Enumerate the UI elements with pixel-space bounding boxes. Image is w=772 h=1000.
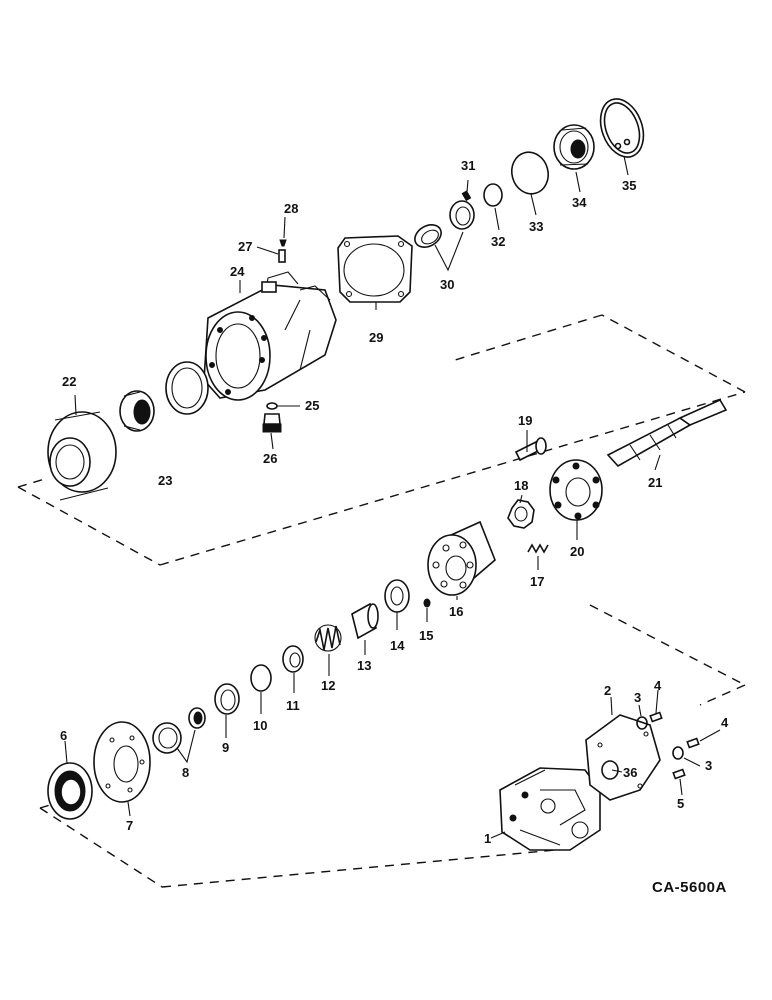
part-7-valve-plate — [93, 721, 151, 803]
part-35-snap-ring — [599, 98, 645, 158]
label-8: 8 — [182, 765, 189, 780]
part-3-o-ring-upper — [636, 716, 648, 730]
part-4-plug-lower — [686, 737, 700, 749]
label-27: 27 — [238, 239, 252, 254]
part-4-plug-upper — [649, 711, 663, 723]
figure-code: CA-5600A — [652, 879, 727, 896]
label-31: 31 — [461, 158, 475, 173]
label-29: 29 — [369, 330, 383, 345]
label-19: 19 — [518, 413, 532, 428]
label-10: 10 — [253, 718, 267, 733]
part-20-cam-plate — [549, 459, 603, 521]
part-13-sleeve — [351, 602, 379, 640]
label-35: 35 — [622, 178, 636, 193]
leader-lines — [64, 155, 721, 839]
label-2: 2 — [604, 683, 611, 698]
part-16-cylinder-block — [427, 520, 496, 596]
part-1-end-cover — [499, 767, 601, 851]
label-7: 7 — [126, 818, 133, 833]
upper-dashed-boundary — [17, 314, 746, 566]
label-3-upper: 3 — [634, 690, 641, 705]
label-11: 11 — [286, 698, 300, 713]
label-15: 15 — [419, 628, 433, 643]
part-14-washer — [384, 579, 410, 613]
part-31-pin — [461, 190, 472, 202]
part-32-ring — [483, 183, 503, 207]
label-20: 20 — [570, 544, 584, 559]
label-18: 18 — [514, 478, 528, 493]
part-27-orifice — [278, 249, 286, 263]
part-2-port-plate — [585, 714, 661, 801]
part-12-spring — [314, 624, 342, 652]
part-3-o-ring-lower — [672, 746, 684, 760]
label-25: 25 — [305, 398, 319, 413]
label-13: 13 — [357, 658, 371, 673]
part-28-plug — [279, 239, 287, 247]
part-15-pin — [423, 598, 431, 608]
label-4-lower: 4 — [721, 715, 729, 730]
label-5: 5 — [677, 796, 684, 811]
part-33-o-ring — [510, 151, 550, 195]
part-22-seal-carrier — [47, 411, 117, 501]
label-24: 24 — [230, 264, 245, 279]
label-6: 6 — [60, 728, 67, 743]
part-19-pin — [514, 437, 547, 462]
part-24-housing — [203, 271, 337, 401]
part-6-seal — [47, 762, 93, 820]
part-29-gasket — [337, 235, 413, 303]
label-22: 22 — [62, 374, 76, 389]
label-32: 32 — [491, 234, 505, 249]
part-21-shaft — [606, 398, 728, 468]
label-33: 33 — [529, 219, 543, 234]
label-23: 23 — [158, 473, 172, 488]
part-25-o-ring — [266, 402, 278, 410]
label-14: 14 — [390, 638, 405, 653]
label-9: 9 — [222, 740, 229, 755]
part-34-bearing — [553, 124, 595, 170]
part-11-retainer — [282, 645, 304, 673]
label-17: 17 — [530, 574, 544, 589]
label-21: 21 — [648, 475, 662, 490]
label-30: 30 — [440, 277, 454, 292]
part-5-plug — [672, 768, 686, 780]
label-16: 16 — [449, 604, 463, 619]
part-18-gear — [507, 499, 535, 529]
label-28: 28 — [284, 201, 298, 216]
label-34: 34 — [572, 195, 587, 210]
part-10-ring — [250, 664, 272, 692]
label-1: 1 — [484, 831, 491, 846]
label-4-upper: 4 — [654, 678, 662, 693]
label-36: 36 — [623, 765, 637, 780]
part-8-bearing — [152, 707, 206, 764]
part-9-bushing — [214, 683, 240, 715]
part-36-o-ring — [601, 760, 619, 780]
part-26-fitting — [262, 413, 282, 433]
label-26: 26 — [263, 451, 277, 466]
part-30-bushings — [414, 200, 475, 272]
part-23-bearing — [119, 361, 209, 432]
part-labels: 1 2 3 3 4 4 5 6 7 8 9 10 11 12 13 14 15 … — [60, 158, 729, 846]
label-3-lower: 3 — [705, 758, 712, 773]
label-12: 12 — [321, 678, 335, 693]
part-17-spring — [527, 543, 549, 554]
